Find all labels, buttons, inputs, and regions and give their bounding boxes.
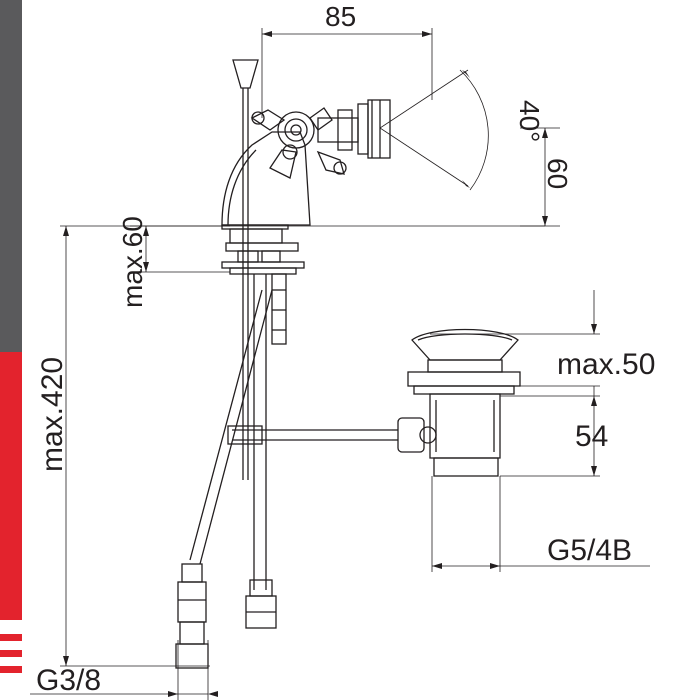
dim-label-angle: 40° [514, 100, 545, 142]
sidebar-red-stripe-1 [0, 634, 22, 641]
dimension-lines [30, 28, 650, 700]
faucet-body [221, 59, 391, 345]
waste-drain [392, 328, 521, 477]
lift-rod [227, 128, 392, 480]
dim-label-85: 85 [325, 1, 356, 32]
dim-label-54: 54 [575, 420, 608, 453]
dim-label-max-420: max.420 [36, 357, 69, 472]
dim-label-max-60: max.60 [117, 216, 148, 308]
sidebar-red-stripe-2 [0, 650, 22, 657]
dim-label-g5-4b: G5/4B [547, 534, 632, 567]
dim-label-max-50: max.50 [557, 348, 655, 381]
dimension-arrows [63, 31, 597, 697]
sidebar-red-band [0, 352, 22, 620]
dim-label-g3-8: G3/8 [36, 664, 101, 697]
sidebar-red-stripe-3 [0, 666, 22, 673]
dim-label-60: 60 [542, 158, 573, 189]
supply-hoses [175, 274, 277, 669]
sidebar-gray-band [0, 0, 22, 352]
